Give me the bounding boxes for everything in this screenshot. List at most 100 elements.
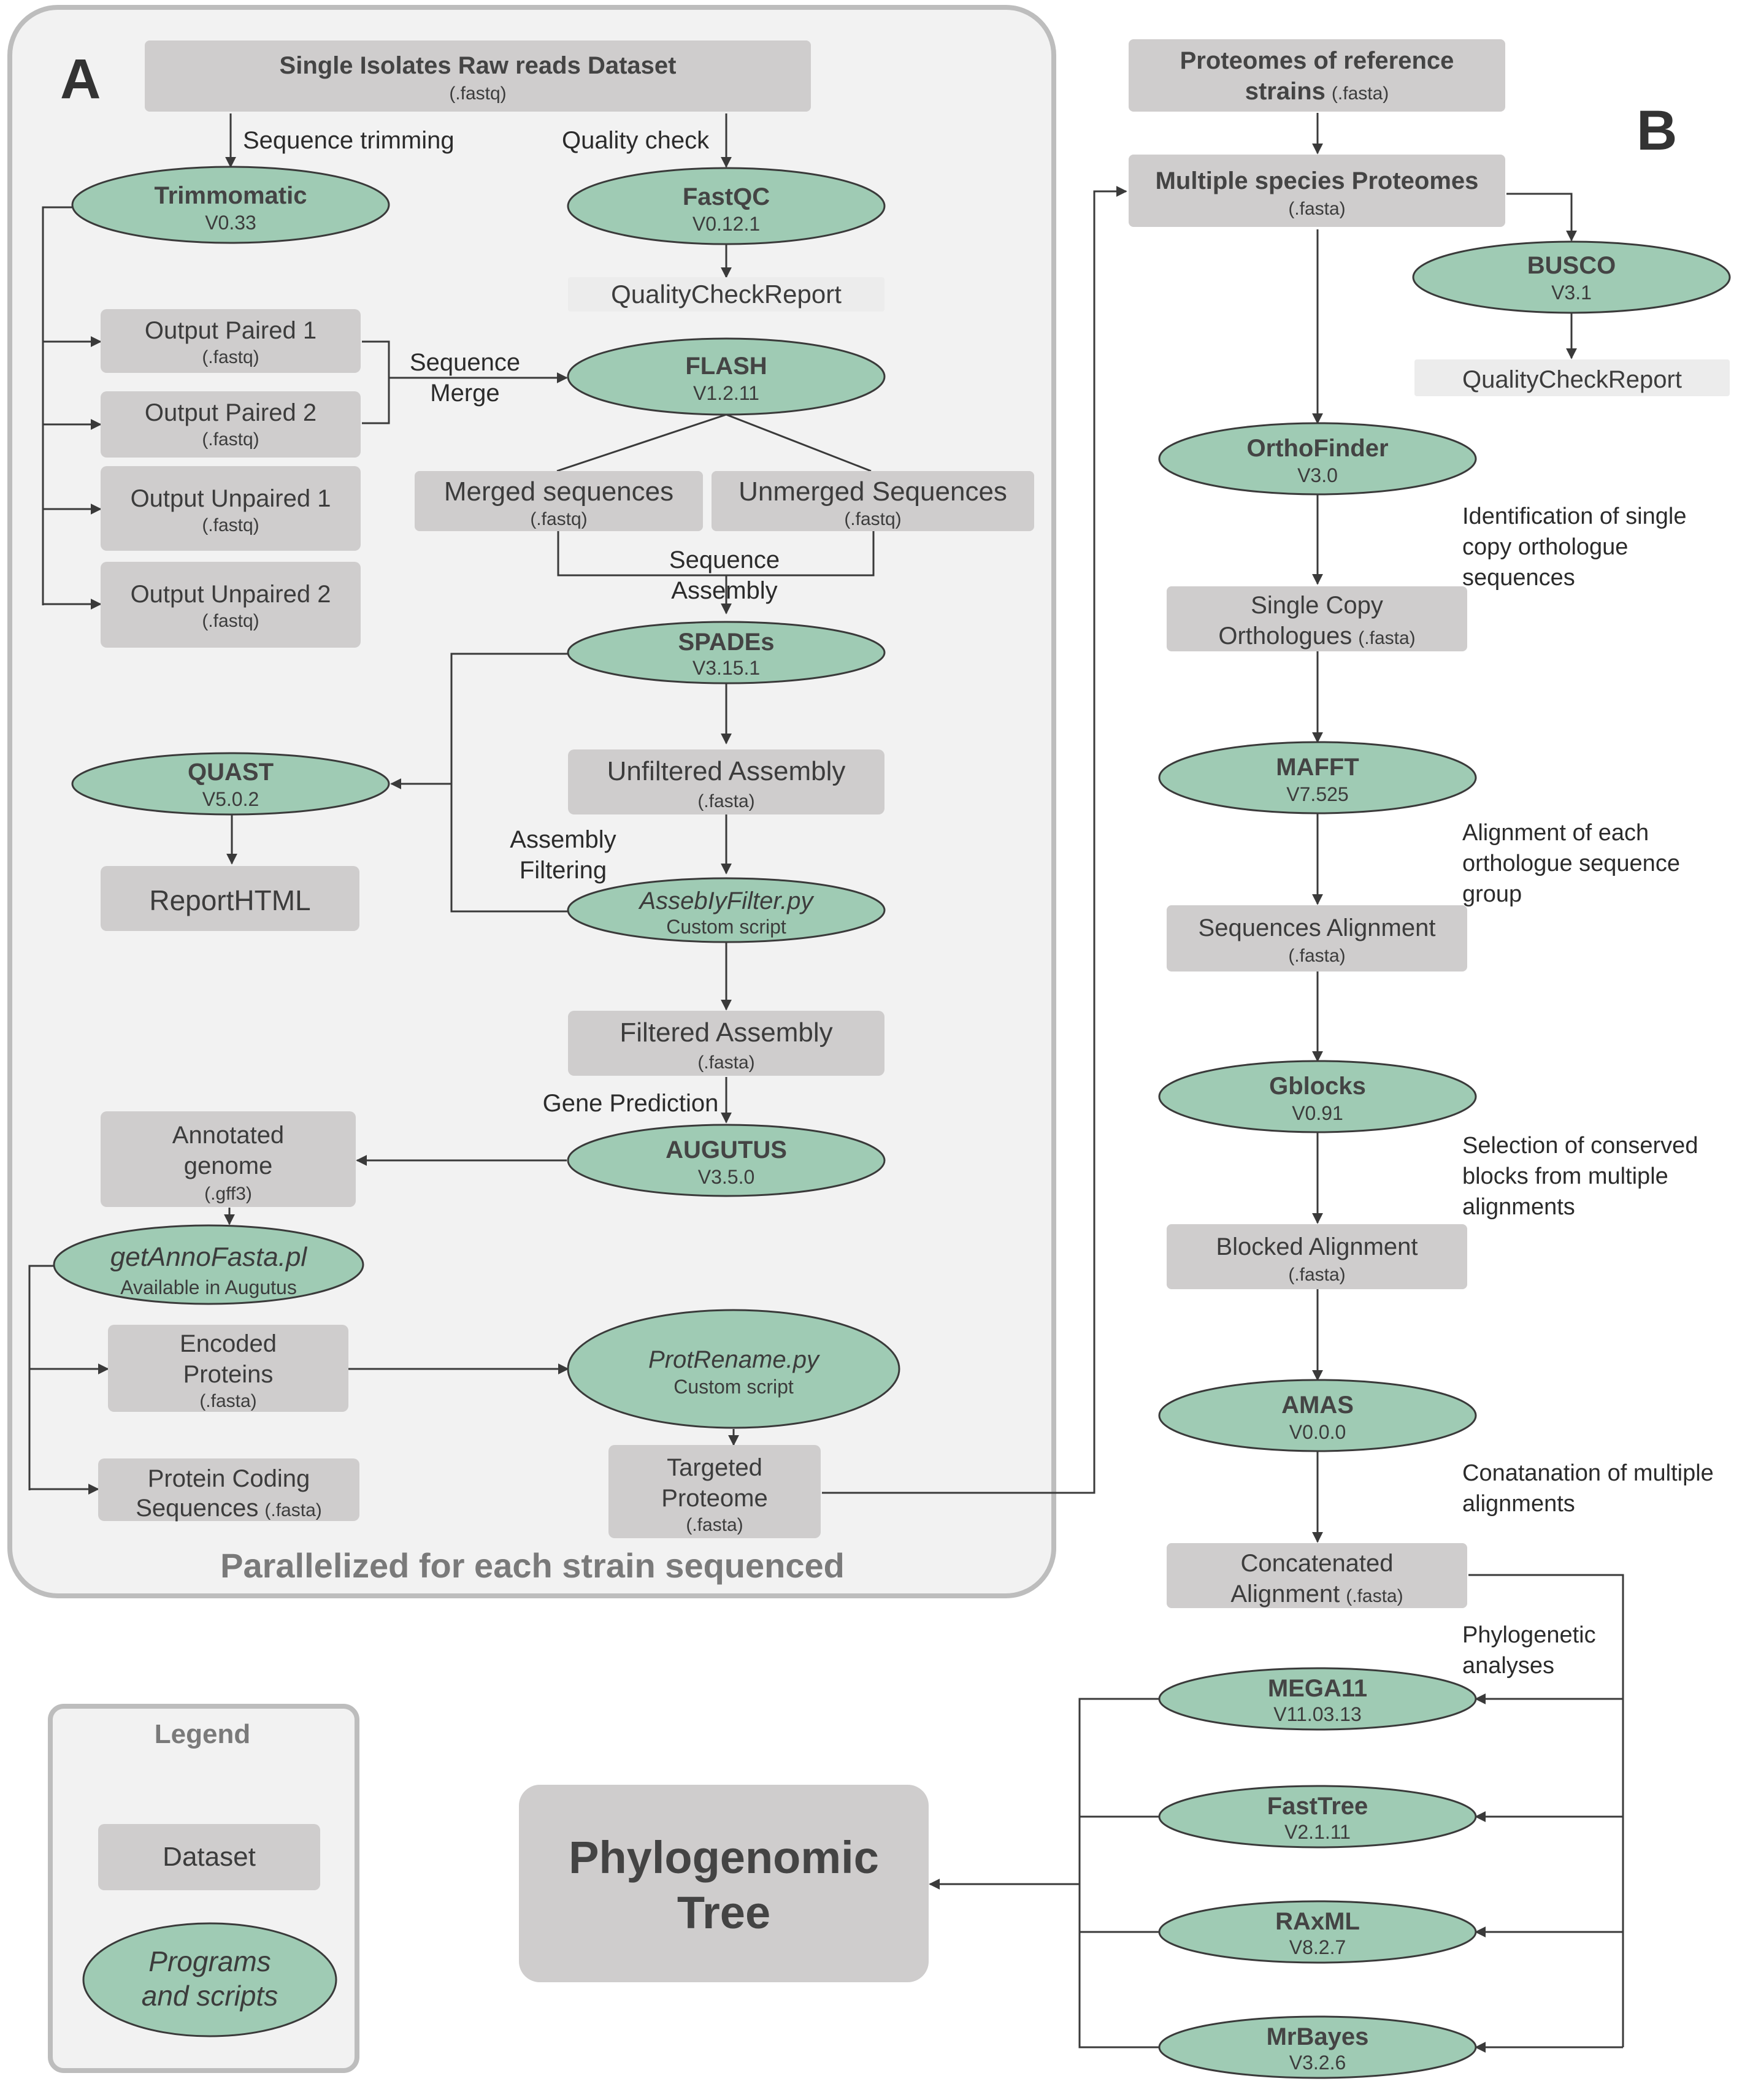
orthofinder-name: OrthoFinder [1246, 435, 1388, 462]
quast-node [71, 752, 390, 816]
blocked-alignment-title: Blocked Alignment [1216, 1233, 1418, 1260]
trimmomatic-version: V0.33 [205, 212, 256, 234]
report-html-box [101, 866, 359, 931]
protein-coding-ext: (.fasta) [264, 1500, 321, 1520]
sequence-merge-label-2: Merge [430, 380, 499, 407]
annotated-genome-ext: (.gff3) [204, 1184, 252, 1204]
concatenated-alignment-ext: (.fasta) [1346, 1586, 1403, 1606]
augustus-name: AUGUTUS [666, 1136, 787, 1163]
assembly-filtering-label-2: Filtering [520, 857, 607, 884]
fastqc-report-box [568, 277, 884, 312]
svg-text:Sequences(.fasta): Sequences (.fasta) [136, 1495, 322, 1522]
output-paired-1-box [101, 309, 361, 373]
spades-version: V3.15.1 [693, 657, 760, 679]
filtered-assembly-title: Filtered Assembly [620, 1017, 832, 1048]
output-paired-1-title: Output Paired 1 [145, 317, 317, 344]
mrbayes-version: V3.2.6 [1289, 2052, 1346, 2074]
unfiltered-assembly-box [568, 749, 884, 814]
spades-node [567, 621, 886, 684]
output-unpaired-2-box [101, 562, 361, 648]
mrbayes-name: MrBayes [1267, 2023, 1369, 2050]
targeted-proteome-line-2: Proteome [661, 1485, 767, 1512]
note-phylo-2: analyses [1462, 1653, 1554, 1679]
gblocks-node [1158, 1060, 1477, 1133]
note-orthologues-1: Identification of single [1462, 504, 1686, 529]
protein-coding-line-2: Sequences [136, 1495, 258, 1522]
targeted-proteome-line-1: Targeted [667, 1454, 762, 1481]
single-copy-ext: (.fasta) [1358, 628, 1415, 648]
augustus-node [567, 1124, 886, 1197]
raxml-node [1158, 1900, 1477, 1964]
mega11-node [1158, 1667, 1477, 1731]
quality-check-label: Quality check [562, 127, 710, 154]
note-orthologues-2: copy orthologue [1462, 534, 1628, 560]
output-paired-2-ext: (.fastq) [202, 429, 259, 450]
single-copy-line-2: Orthologues [1218, 623, 1352, 650]
phylogenomic-tree-box [519, 1785, 929, 1982]
multiple-species-box [1129, 155, 1505, 227]
blocked-alignment-ext: (.fasta) [1288, 1265, 1345, 1285]
single-copy-line-1: Single Copy [1251, 592, 1383, 619]
unmerged-sequences-ext: (.fastq) [844, 509, 901, 529]
reference-proteomes-line-2: strains [1245, 78, 1326, 105]
busco-report-label: QualityCheckReport [1462, 366, 1682, 393]
raw-reads-dataset-title: Single Isolates Raw reads Dataset [280, 52, 677, 79]
note-alignment-2: orthologue sequence [1462, 851, 1680, 876]
raxml-name: RAxML [1275, 1908, 1360, 1935]
mrbayes-node [1158, 2015, 1477, 2079]
raw-reads-dataset-ext: (.fastq) [449, 83, 506, 104]
merged-sequences-title: Merged sequences [444, 477, 673, 507]
busco-node [1412, 240, 1731, 314]
unfiltered-assembly-ext: (.fasta) [697, 791, 754, 811]
note-selection-1: Selection of conserved [1462, 1133, 1698, 1159]
assembly-filter-name: AssebIyFilter.py [638, 887, 815, 914]
fastqc-version: V0.12.1 [693, 213, 760, 235]
concatenated-alignment-line-2: Alignment [1230, 1581, 1340, 1608]
spades-name: SPADEs [678, 629, 774, 656]
raxml-version: V8.2.7 [1289, 1936, 1346, 1958]
svg-text:Orthologues(.fasta): Orthologues (.fasta) [1218, 623, 1415, 650]
trimmomatic-name: Trimmomatic [155, 182, 307, 209]
mega11-version: V11.03.13 [1273, 1703, 1362, 1725]
flash-name: FLASH [685, 353, 767, 380]
get-anno-fasta-sub: Available in Augutus [120, 1276, 297, 1298]
legend-title: Legend [155, 1719, 250, 1749]
get-anno-fasta-node [53, 1224, 364, 1305]
legend-program-line-1: Programs [148, 1945, 271, 1977]
orthofinder-version: V3.0 [1297, 464, 1338, 486]
phylogenomic-tree-line-1: Phylogenomic [569, 1832, 879, 1883]
encoded-proteins-line-2: Proteins [183, 1361, 274, 1388]
legend-dataset-swatch [98, 1824, 320, 1890]
prot-rename-name: ProtRename.py [648, 1346, 821, 1373]
encoded-proteins-ext: (.fasta) [199, 1391, 256, 1411]
targeted-proteome-box [608, 1445, 821, 1538]
amas-node [1158, 1379, 1477, 1452]
svg-text:strains(.fasta): strains (.fasta) [1245, 78, 1389, 105]
assembly-filter-node [567, 877, 886, 943]
raw-reads-dataset-box [145, 40, 811, 112]
legend-program-line-2: and scripts [142, 1980, 278, 2012]
busco-name: BUSCO [1527, 252, 1616, 279]
fasttree-name: FastTree [1267, 1793, 1368, 1820]
prot-rename-sub: Custom script [673, 1376, 794, 1398]
trimmomatic-node [71, 166, 390, 244]
sequences-alignment-box [1167, 905, 1467, 971]
fastqc-name: FastQC [683, 183, 770, 210]
fasttree-version: V2.1.11 [1284, 1821, 1351, 1843]
gblocks-name: Gblocks [1269, 1073, 1366, 1100]
reference-proteomes-line-1: Proteomes of reference [1180, 47, 1454, 74]
output-paired-2-box [101, 391, 361, 458]
sequence-assembly-label-2: Assembly [671, 577, 777, 604]
targeted-proteome-ext: (.fasta) [686, 1515, 743, 1535]
assembly-filtering-label-1: Assembly [510, 826, 616, 853]
fasttree-node [1158, 1785, 1477, 1849]
filtered-assembly-box [568, 1011, 884, 1076]
panel-a-connectors [28, 113, 875, 1495]
multiple-species-ext: (.fasta) [1288, 199, 1345, 219]
report-html-label: ReportHTML [149, 884, 310, 916]
reference-proteomes-ext: (.fasta) [1332, 83, 1389, 104]
note-alignment-1: Alignment of each [1462, 820, 1649, 846]
sequence-trimming-label: Sequence trimming [243, 127, 455, 154]
note-concat-1: Conatanation of multiple [1462, 1460, 1714, 1486]
panel-b-letter: B [1636, 99, 1677, 162]
